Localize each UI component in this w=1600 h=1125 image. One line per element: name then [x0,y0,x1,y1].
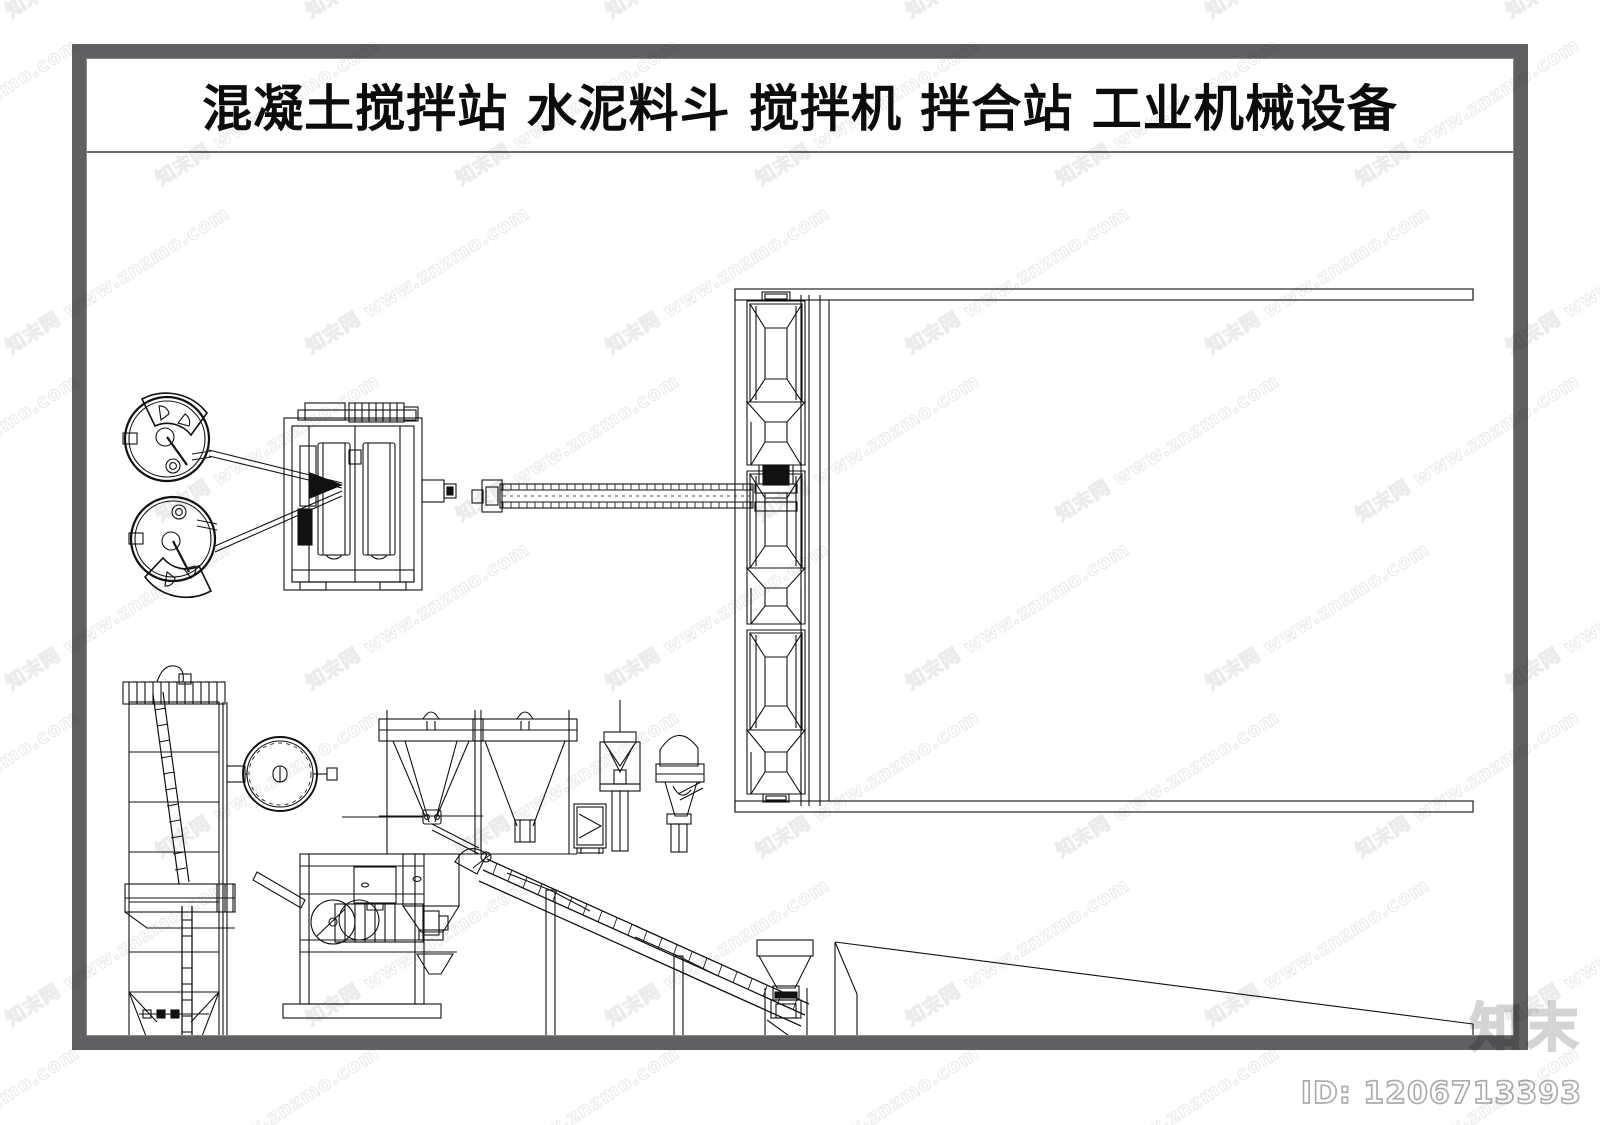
conveyor-tail-drive [454,848,492,875]
receiving-hopper [756,939,814,1035]
tower-bottom-beam [734,800,1474,813]
belt-conveyor [478,858,810,1027]
gear-motor-lower [128,495,218,599]
silo-mid-platform [124,883,236,929]
mixer-top-gantry [297,402,419,423]
watermark-text: 知末网 www.znzmo.com [1200,0,1434,23]
silo-access-ladder [152,691,193,1035]
tower-bucket-lower [745,629,807,803]
screw-drive-end [471,479,503,513]
motor-lower-fan-guard [143,556,213,599]
retaining-wall-and-ground [834,941,1474,1035]
mixer-side-outlet [421,479,457,503]
water-weigh-hopper [655,734,705,853]
feed-hopper-small [353,866,397,904]
mixer-drive-pulleys [310,899,380,945]
tower-discharge-gate [754,464,798,512]
silo-top-platform [122,665,226,705]
tower-top-beam [734,288,1474,301]
watermark-text: 知末网 www.znzmo.com [451,1041,684,1125]
cement-silo-elevation-view [122,665,236,1035]
page-title: 混凝土搅拌站 水泥料斗 搅拌机 拌合站 工业机械设备 [202,80,1398,138]
silo-top-view [226,736,338,812]
mixer-belt-assembly-view [252,848,1474,1035]
asset-id-label: ID: 1206713393 [1300,1075,1582,1112]
tower-bucket-upper [745,291,807,466]
mixer-outer-casing [283,417,423,591]
motor-upper-fan-guard [140,392,209,437]
ground-slope-line [834,941,1474,1025]
gear-motor-upper [122,392,212,483]
small-weigh-box [573,803,607,854]
watermark-text: 知末网 www.znzmo.com [900,0,1134,23]
watermark-text: 知末网 www.znzmo.com [300,0,534,23]
watermark-text: 知末网 www.znzmo.com [0,1041,84,1125]
watermark-text: 知末网 www.znzmo.com [751,1041,984,1125]
weigh-hopper-2 [472,710,578,855]
watermark-text: 知末网 www.znzmo.com [0,0,234,23]
mixer-support-frame [282,853,442,1019]
brand-logo: 知末 [1469,998,1582,1060]
drawing-sheet: 混凝土搅拌站 水泥料斗 搅拌机 拌合站 工业机械设备 [86,58,1514,1036]
title-band: 混凝土搅拌站 水泥料斗 搅拌机 拌合站 工业机械设备 [87,59,1513,153]
watermark-text: 知末网 www.znzmo.com [1051,1041,1284,1125]
silo-dust-collector [156,665,184,683]
elevator-tower-view [734,288,1474,813]
mixer-feed-hoppers [353,853,460,975]
mixer-drive-linkage [208,449,343,553]
mixer-discharge-gate [297,508,313,546]
powder-weigh-hopper [599,700,641,852]
silo-shell [128,701,220,1035]
feed-hopper-large [402,853,460,907]
mixer-base [291,569,415,591]
screw-flight-hatch [502,484,752,508]
twin-agitator-mixer-view [208,402,457,591]
cad-drawing-area [87,154,1513,1035]
mixer-body-lower [334,903,449,943]
weigh-hopper-1 [342,710,484,855]
silo-discharge-cone [128,991,220,1035]
tower-bucket-middle [745,470,807,625]
screw-conveyor-view [471,479,754,513]
conveyor-support-columns [506,872,719,1035]
watermark-text: 知末网 www.znzmo.com [151,1041,384,1125]
watermark-text: 知末网 www.znzmo.com [1500,0,1600,23]
tower-guide-rails [800,295,830,806]
drawing-frame-border: 混凝土搅拌站 水泥料斗 搅拌机 拌合站 工业机械设备 [72,44,1528,1050]
watermark-text: 知末网 www.znzmo.com [600,0,834,23]
silo-to-mixer-chute [252,871,306,909]
